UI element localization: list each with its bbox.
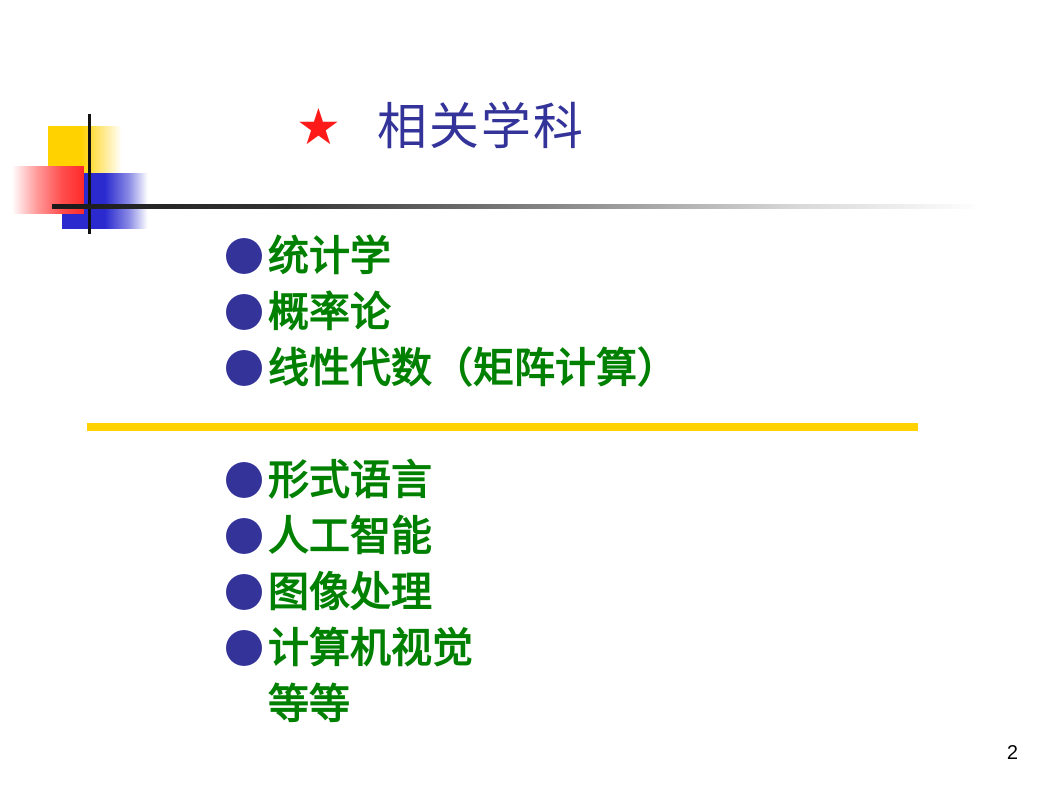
bullet-dot-icon <box>226 462 262 498</box>
list-item: 图像处理 <box>226 564 473 620</box>
list-item-label: 概率论 <box>268 287 391 336</box>
list-item-label: 线性代数（矩阵计算） <box>268 343 678 392</box>
bullet-dot-icon <box>226 630 262 666</box>
bullet-dot-icon <box>226 294 262 330</box>
list-item: 人工智能 <box>226 508 473 564</box>
bullet-dot-icon <box>226 350 262 386</box>
page-number: 2 <box>1006 742 1018 764</box>
decor-vertical-line <box>88 114 91 234</box>
list-item-label: 人工智能 <box>268 511 432 560</box>
bullet-dot-icon <box>226 574 262 610</box>
related-subjects-list-top: 统计学 概率论 线性代数（矩阵计算） <box>226 228 678 396</box>
list-item: 计算机视觉 <box>226 620 473 676</box>
decor-horizontal-rule <box>52 204 982 209</box>
slide-title-row: ★ 相关学科 <box>296 92 585 162</box>
related-subjects-list-bottom: 形式语言 人工智能 图像处理 计算机视觉 等等 <box>226 452 473 732</box>
star-icon: ★ <box>296 98 341 156</box>
section-divider <box>87 423 918 431</box>
list-item: 概率论 <box>226 284 678 340</box>
bullet-dot-icon <box>226 238 262 274</box>
list-item-continuation: 等等 <box>226 676 473 732</box>
slide-title: 相关学科 <box>376 98 585 156</box>
list-item: 统计学 <box>226 228 678 284</box>
list-item-label: 统计学 <box>268 231 391 280</box>
list-item-label: 图像处理 <box>268 567 432 616</box>
list-item-label: 形式语言 <box>268 455 432 504</box>
list-item: 形式语言 <box>226 452 473 508</box>
list-item: 线性代数（矩阵计算） <box>226 340 678 396</box>
list-continuation-label: 等等 <box>268 679 350 728</box>
list-item-label: 计算机视觉 <box>268 623 473 672</box>
bullet-dot-icon <box>226 518 262 554</box>
